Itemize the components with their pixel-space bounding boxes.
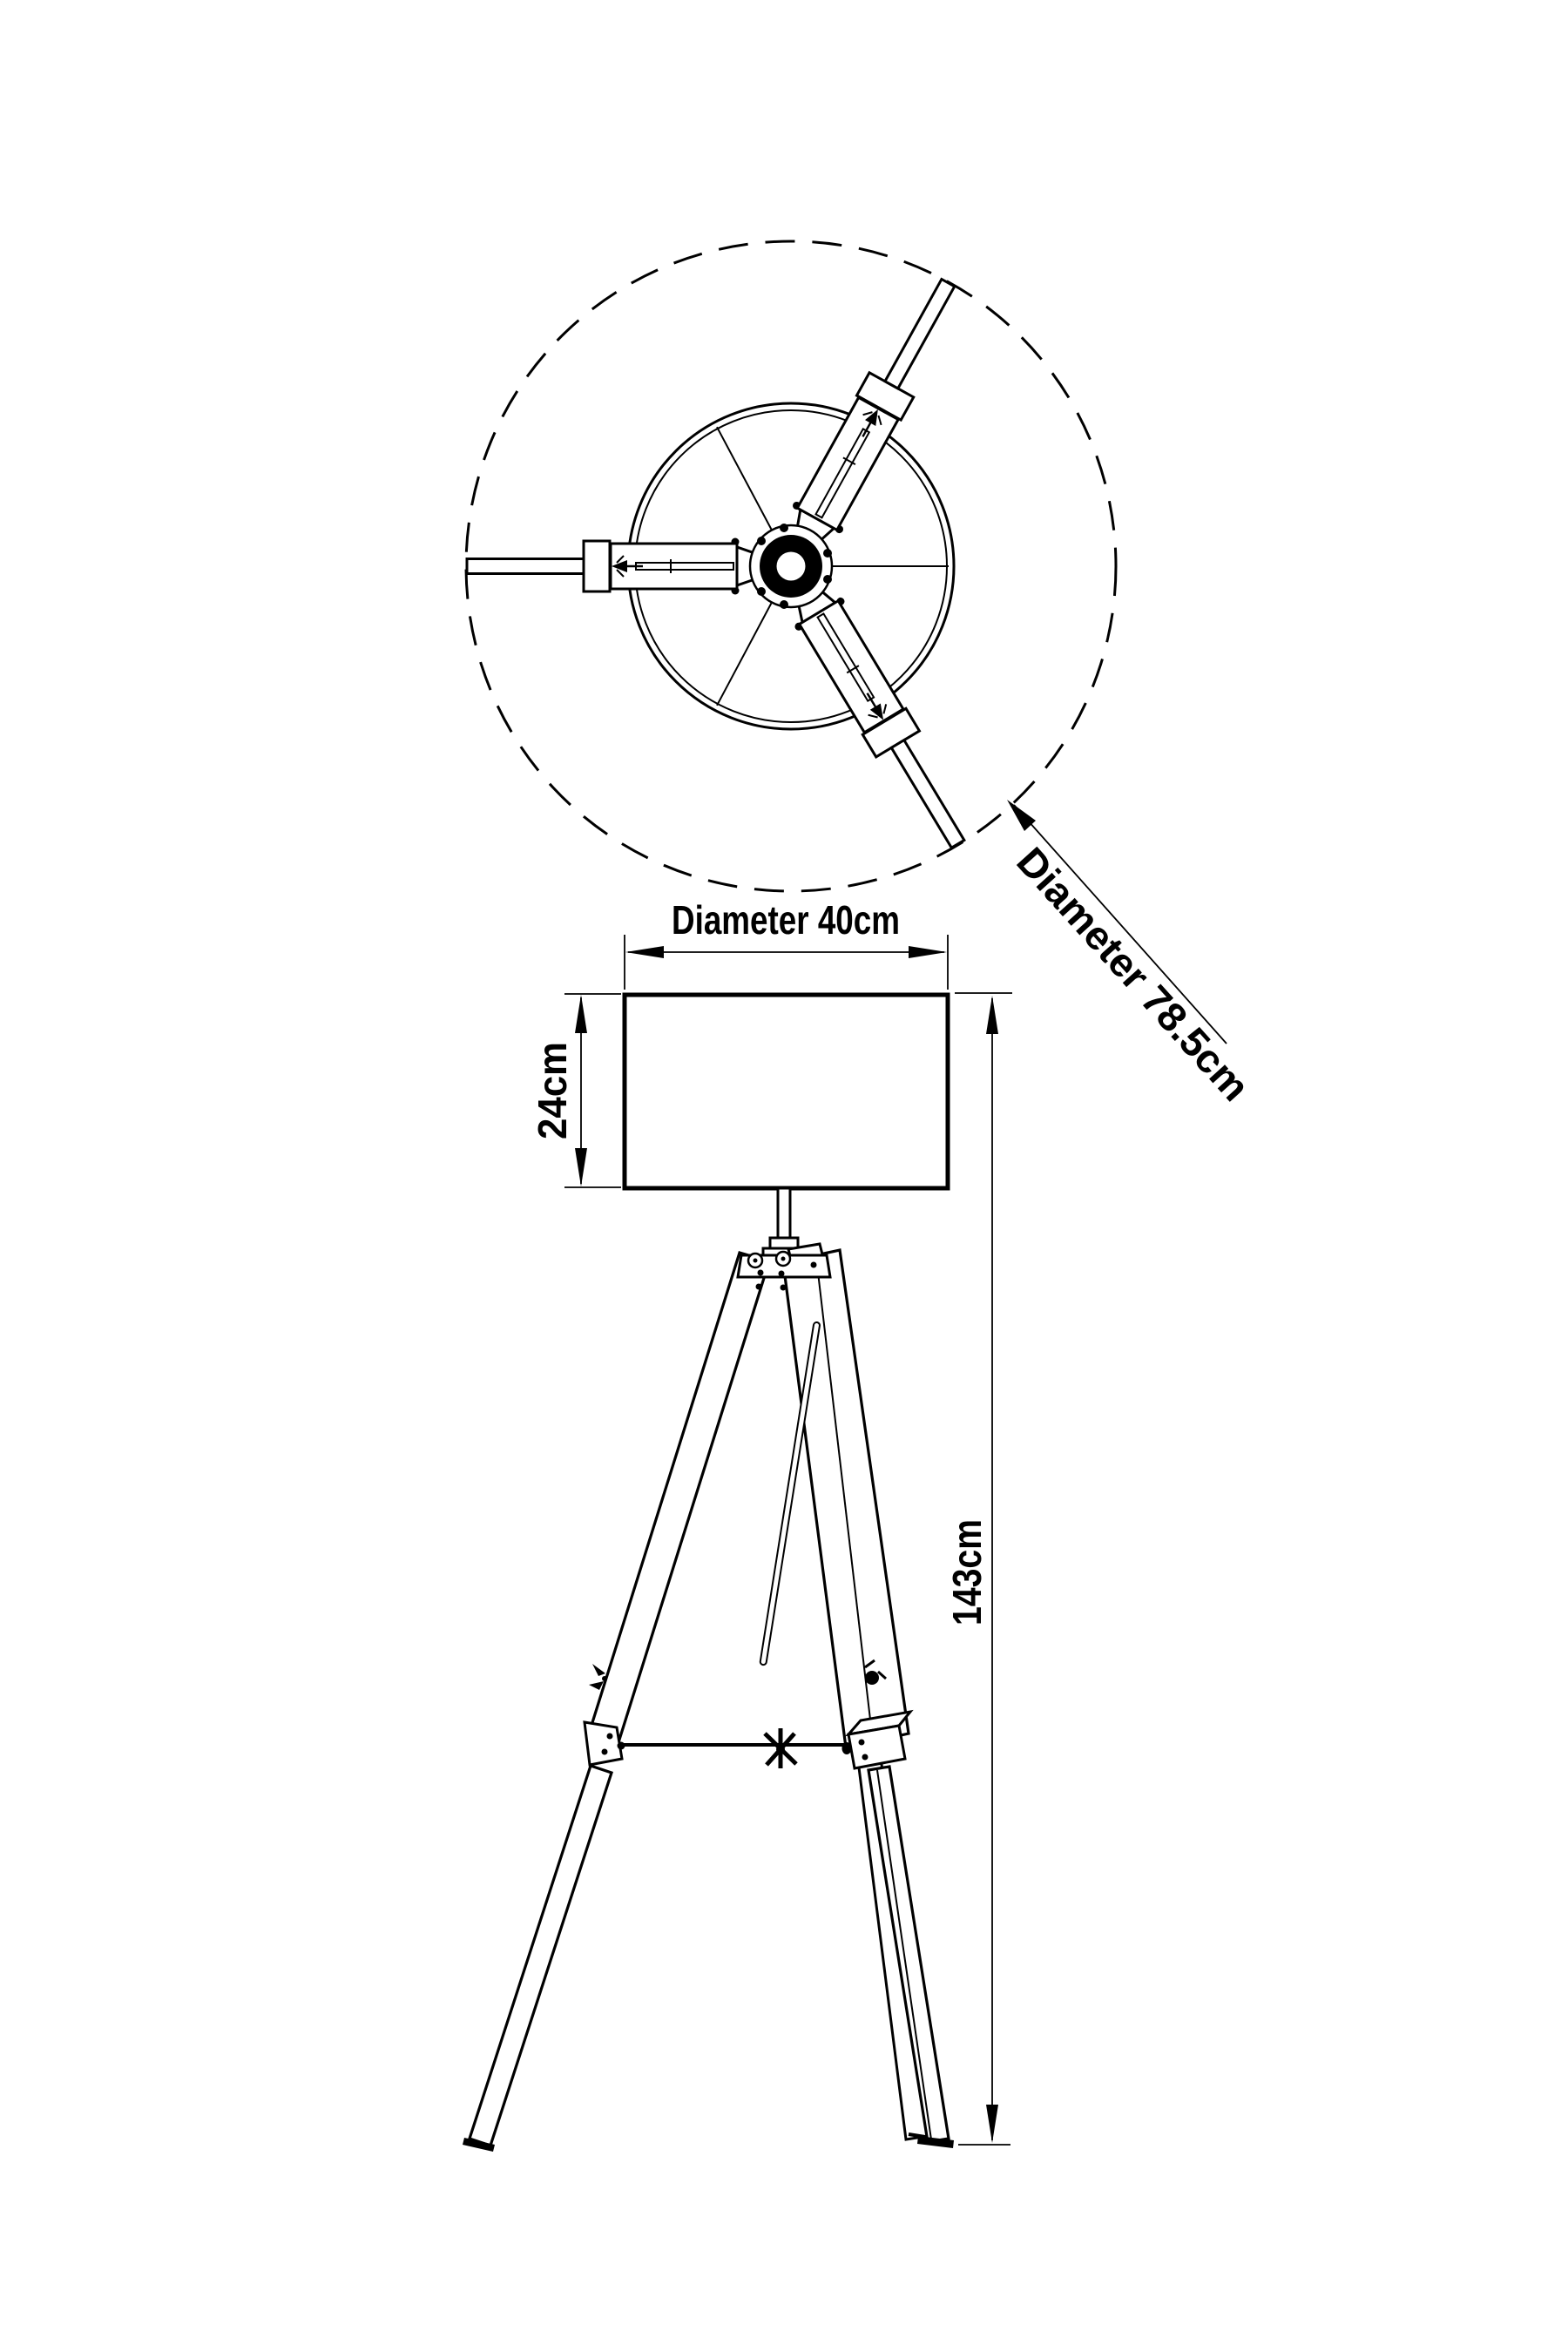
- left-leg-clip: [589, 1664, 607, 1690]
- tripod-leg-left-lower: [467, 1763, 614, 2148]
- front-view: Diameter 40cm 24cm 143cm: [463, 897, 1012, 2152]
- tripod-leg-front-upper: [781, 1248, 910, 1749]
- dimension-shade-diameter: Diameter 40cm: [624, 897, 949, 990]
- center-hub: [748, 524, 834, 609]
- leader-arrowhead-icon: [1007, 800, 1036, 831]
- shade-height-label: 24cm: [530, 1042, 575, 1139]
- lampshade: [622, 992, 950, 1191]
- slot-knob: [865, 1671, 879, 1685]
- footprint-leader-line: [1013, 804, 1227, 1044]
- wing-nut-icon: [763, 1728, 798, 1768]
- rear-foot-edge: [908, 2132, 926, 2139]
- left-leg-bracket: [583, 1720, 625, 1767]
- total-height-label: 143cm: [944, 1519, 990, 1625]
- stem: [776, 1186, 792, 1240]
- left-foot: [463, 2138, 495, 2152]
- shade-diameter-label: Diameter 40cm: [672, 897, 900, 943]
- right-foot: [917, 2136, 954, 2148]
- top-view: Diameter 78.5cm: [464, 240, 1259, 1110]
- footprint-dashed-circle: [464, 240, 1118, 893]
- right-leg-bracket: [841, 1709, 914, 1770]
- plan-legs: [465, 277, 966, 850]
- footprint-diameter-label: Diameter 78.5cm: [1008, 838, 1259, 1109]
- dimension-total-height: 143cm: [944, 992, 1012, 2146]
- tripod-leg-left-upper: [587, 1251, 772, 1741]
- stem-collar: [768, 1236, 800, 1250]
- leg-adjustment-slot: [759, 1321, 821, 1666]
- plan-leg-upper-right: [793, 277, 956, 546]
- rear-leg-edge-line: [816, 1264, 871, 1720]
- dimension-shade-height: 24cm: [530, 993, 621, 1188]
- tripod-leg-right-lower: [867, 1765, 950, 2144]
- rear-leg-edge-line-lower: [876, 1769, 932, 2140]
- plan-leg-left: [465, 537, 761, 595]
- plan-leg-lower-right: [794, 585, 966, 850]
- apex-hinge: [736, 1242, 832, 1291]
